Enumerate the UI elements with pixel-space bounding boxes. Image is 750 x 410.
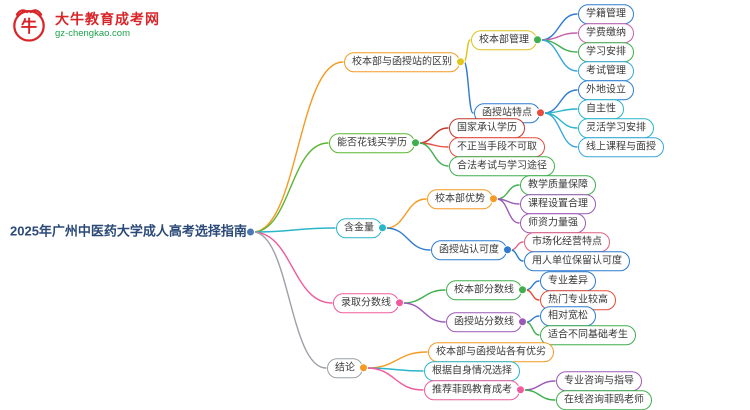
connector <box>418 142 449 167</box>
mindmap-node-b5: 结论 <box>327 358 367 378</box>
branch-dot <box>504 246 511 254</box>
branch-dot <box>457 58 464 66</box>
mindmap-node-b1a: 校本部管理 <box>471 30 541 50</box>
mindmap-node-b5c2: 在线咨询菲鸥老师 <box>556 390 652 410</box>
connector <box>543 112 578 129</box>
mindmap-node-b1a3: 学习安排 <box>578 42 634 62</box>
connector <box>510 241 524 251</box>
mindmap-node-b1b1: 外地设立 <box>578 80 634 100</box>
connector <box>543 108 578 114</box>
mindmap-node-b2: 能否花钱买学历 <box>329 133 419 153</box>
mindmap-node-b3: 含金量 <box>336 218 386 238</box>
connector <box>523 389 556 401</box>
connector <box>523 380 556 391</box>
connector <box>252 61 344 233</box>
mindmap-node-b3a: 校本部优势 <box>427 189 497 209</box>
connector <box>525 289 540 301</box>
connector <box>252 231 327 369</box>
mindmap-node-b1b3: 灵活学习安排 <box>578 118 654 138</box>
mindmap-node-b4a: 校本部分数线 <box>446 280 526 300</box>
branch-dot <box>396 299 403 307</box>
connector <box>463 61 474 114</box>
mindmap-node-b1a2: 学费缴纳 <box>578 23 634 43</box>
connector <box>525 315 540 323</box>
mindmap-node-b4b: 函授站分数线 <box>446 312 526 332</box>
logo-domain: gz-chengkao.com <box>55 28 130 40</box>
branch-dot <box>519 318 526 326</box>
mindmap-node-b2b: 不正当手段不可取 <box>449 137 545 157</box>
connector <box>366 351 428 369</box>
connector <box>252 142 329 233</box>
connector <box>463 39 471 63</box>
connector <box>525 280 540 291</box>
branch-dot <box>360 364 367 372</box>
connector <box>496 198 520 224</box>
mindmap-node-b3b: 函授站认可度 <box>431 240 511 260</box>
mindmap-node-b3b1: 市场化经营特点 <box>524 232 610 252</box>
connector <box>496 184 520 200</box>
connector <box>543 112 578 148</box>
connector <box>402 289 446 304</box>
connector <box>385 198 427 229</box>
connector <box>252 231 333 304</box>
mindmap-node-b4b1: 相对宽松 <box>540 306 596 326</box>
mindmap-node-b3a2: 课程设置合理 <box>520 194 596 214</box>
bull-logo-icon: 牛 <box>13 9 45 42</box>
branch-dot <box>379 224 386 232</box>
connector <box>402 302 446 323</box>
mindmap-node-b2c: 合法考试与学习途径 <box>449 156 555 176</box>
site-logo: 牛 大牛教育成考网 gz-chengkao.com <box>10 6 160 44</box>
connector <box>540 39 578 72</box>
mindmap-node-b3b2: 用人单位保留认可度 <box>524 251 630 271</box>
mindmap-node-b1: 校本部与函授站的区别 <box>344 52 464 72</box>
mindmap-node-b3a1: 教学质量保障 <box>520 175 596 195</box>
mindmap-node-b1b: 函授站特点 <box>474 103 544 123</box>
mindmap-node-b5b: 根据自身情况选择 <box>424 361 520 381</box>
mindmap-node-root: 2025年广州中医药大学成人高考选择指南 <box>8 223 254 242</box>
mindmap-node-b2a: 国家承认学历 <box>449 118 525 138</box>
branch-dot <box>537 109 544 117</box>
mindmap-node-b1b4: 线上课程与面授 <box>578 137 664 157</box>
branch-dot <box>517 386 524 394</box>
branch-dot <box>534 36 541 44</box>
branch-dot <box>519 286 526 294</box>
branch-dot <box>412 139 419 147</box>
mindmap-node-b5c1: 专业咨询与指导 <box>556 371 642 391</box>
connector <box>252 227 336 233</box>
mindmap-node-b4a1: 专业差异 <box>540 271 596 291</box>
branch-dot <box>246 228 254 236</box>
connector <box>418 127 449 144</box>
connector <box>510 249 524 262</box>
connector <box>385 227 431 251</box>
mindmap-node-b3a3: 师资力量强 <box>520 213 586 233</box>
connector <box>525 321 540 336</box>
mindmap-node-b4: 录取分数线 <box>333 293 403 313</box>
mindmap-node-b4b2: 适合不同基础考生 <box>540 325 636 345</box>
connector <box>366 367 424 391</box>
mindmap-node-b1a1: 学籍管理 <box>578 4 634 24</box>
mindmap-node-b5c: 推荐菲鸥教育成考 <box>424 380 524 400</box>
mindmap-node-b5a: 校本部与函授站各有优劣 <box>428 342 554 362</box>
svg-text:牛: 牛 <box>21 17 37 36</box>
mindmap-node-b1b2: 自主性 <box>578 99 624 119</box>
logo-title: 大牛教育成考网 <box>55 10 160 27</box>
mindmap-node-b1a4: 考试管理 <box>578 61 634 81</box>
branch-dot <box>490 195 497 203</box>
logo-text: 大牛教育成考网 gz-chengkao.com <box>55 11 160 40</box>
